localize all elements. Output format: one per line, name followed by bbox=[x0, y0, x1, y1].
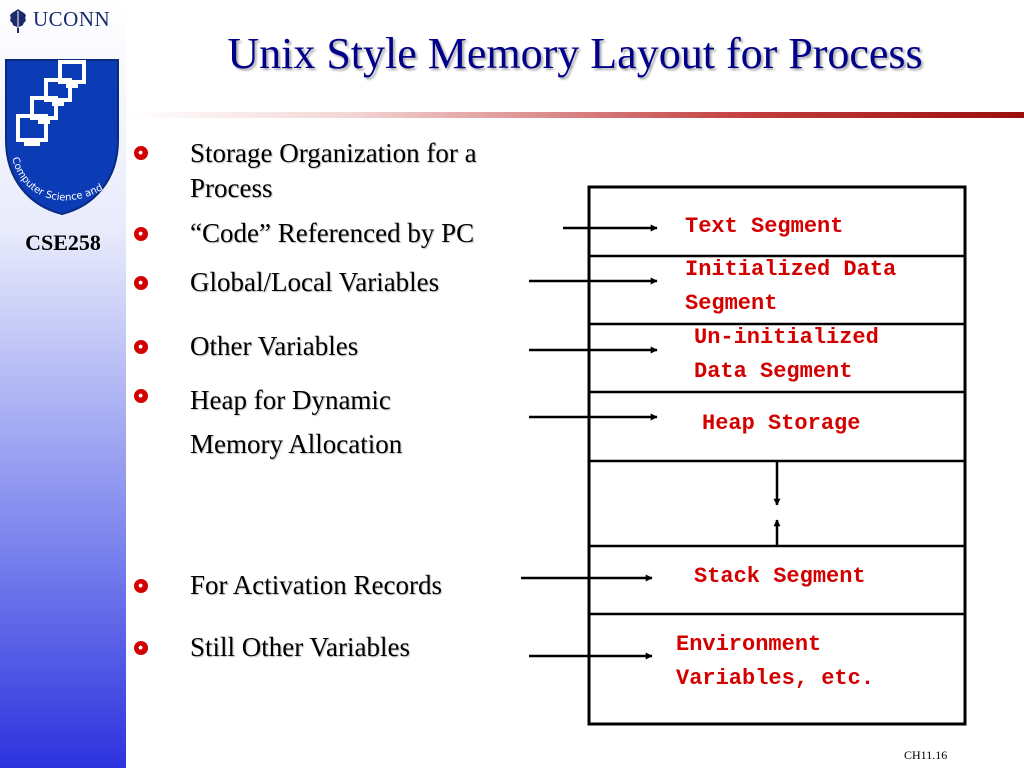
bullet-icon bbox=[134, 389, 148, 403]
segment-uninitialized-data: Un-initialized Data Segment bbox=[694, 325, 879, 384]
segment-heap: Heap Storage bbox=[702, 411, 861, 436]
bullet-icon bbox=[134, 340, 148, 354]
bullet-heap: Heap for Dynamic Memory Allocation bbox=[190, 385, 403, 459]
oak-leaf-icon bbox=[10, 9, 26, 33]
memory-box bbox=[587, 185, 967, 726]
bullet-still-other-variables: Still Other Variables bbox=[190, 632, 410, 662]
bullet-icon bbox=[134, 579, 148, 593]
bullet-activation-records: For Activation Records bbox=[190, 570, 442, 600]
bullet-icon bbox=[134, 227, 148, 241]
bullet-icon bbox=[134, 641, 148, 655]
bullet-icon bbox=[134, 276, 148, 290]
segment-environment: Environment Variables, etc. bbox=[676, 632, 875, 691]
bullet-other-variables: Other Variables bbox=[190, 331, 359, 361]
slide-title: Unix Style Memory Layout for Process bbox=[227, 29, 923, 78]
segment-text: Text Segment bbox=[685, 214, 844, 239]
segment-stack: Stack Segment bbox=[694, 564, 866, 589]
bullet-code-referenced: “Code” Referenced by PC bbox=[190, 218, 475, 248]
course-code: CSE258 bbox=[25, 230, 101, 255]
sidebar: UCONN Computer Science and Engineering C… bbox=[0, 0, 126, 768]
page-number: CH11.16 bbox=[904, 748, 948, 762]
cse-shield-logo: Computer Science and Engineering bbox=[2, 40, 119, 216]
title-divider bbox=[126, 112, 1024, 118]
bullet-storage-organization: Storage Organization for a Process bbox=[190, 138, 477, 203]
bullet-global-local-variables: Global/Local Variables bbox=[190, 267, 440, 297]
segment-initialized-data: Initialized Data Segment bbox=[685, 257, 897, 316]
bullet-icon bbox=[134, 146, 148, 160]
uconn-logo-text: UCONN bbox=[33, 7, 111, 31]
